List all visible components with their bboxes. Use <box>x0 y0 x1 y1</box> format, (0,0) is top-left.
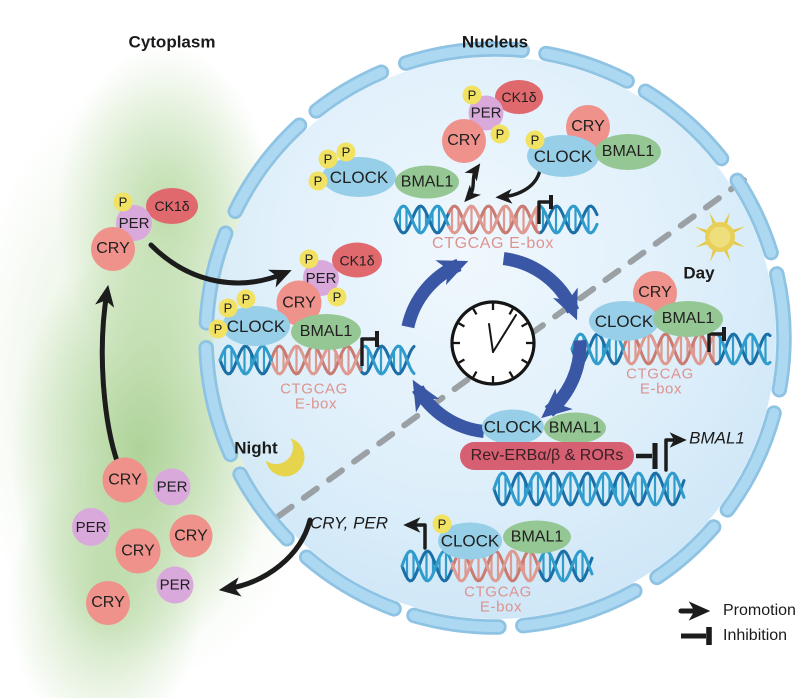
nucleus-left-complex-p: P <box>327 287 347 307</box>
ebox-inhibition-day <box>707 327 726 352</box>
ebox-label-left-1: CTGCAG <box>280 380 348 398</box>
top-middle-complex-bmal: BMAL1 <box>395 165 459 199</box>
nucleus-left-complex-p: P <box>218 298 238 318</box>
day-complex-bmal: BMAL1 <box>653 301 723 337</box>
arrow-import-complex <box>148 242 292 288</box>
top-middle-complex-p: P <box>308 171 328 191</box>
bmal1-transcription-arrow <box>664 432 687 472</box>
legend-inhibition-label: Inhibition <box>723 627 788 644</box>
cycle-arrow <box>412 379 485 438</box>
ebox-label-day-1: CTGCAG <box>626 365 694 383</box>
cytoplasm-pool-cry: CRY <box>115 528 161 574</box>
dna-helix <box>400 549 594 583</box>
cytoplasm-pool-cry: CRY <box>86 581 130 625</box>
ebox-label-top: CTGCAG E-box <box>432 235 554 252</box>
sun-icon <box>694 211 746 263</box>
dna-helix <box>393 204 599 235</box>
day-complex-cry: CRY <box>633 271 677 315</box>
percry-top-complex-p: P <box>490 124 510 144</box>
ebox-label-day-2: E-box <box>639 380 683 398</box>
bottom-complex-p: P <box>432 514 452 534</box>
bmal1-gene-label: BMAL1 <box>689 428 745 448</box>
reverb-inhibition <box>636 443 658 469</box>
top-middle-complex-p: P <box>318 149 338 169</box>
cytoplasm-pool-per: PER <box>156 566 194 604</box>
bottom-complex-bmal: BMAL1 <box>503 520 571 554</box>
clockbmal-top-complex-clock: CLOCK <box>527 135 599 177</box>
day-label: Day <box>683 263 715 283</box>
nuclear-membrane-highlight <box>201 44 789 632</box>
arrow-recycle-up <box>95 284 121 467</box>
legend-inhibition-icon <box>681 627 712 645</box>
nucleus-left-complex-ck1: CK1δ <box>332 242 382 278</box>
cytoplasm-complex-p: P <box>113 192 133 212</box>
ebox-label-bottom-1: CTGCAG <box>464 583 532 601</box>
percry-top-complex-p: P <box>462 85 482 105</box>
nucleus-left-complex-bmal: BMAL1 <box>291 314 361 350</box>
cycle-arrow <box>401 258 469 329</box>
arrow-clockbmal-to-dna <box>495 168 542 204</box>
cytoplasm-complex-cry: CRY <box>91 227 135 271</box>
cytoplasm-pool-cry: CRY <box>169 514 213 558</box>
bottom-complex-clock: CLOCK <box>438 522 502 560</box>
clockbmal-top-complex-p: P <box>525 130 545 150</box>
arrow-dna-complex-exchange <box>464 163 481 203</box>
cytoplasm-label: Cytoplasm <box>128 32 216 52</box>
dna-helix <box>492 471 686 507</box>
cytoplasm-complex-ck1: CK1δ <box>146 188 198 224</box>
nucleus-left-complex-p: P <box>236 289 256 309</box>
cytoplasm-pool-cry: CRY <box>102 457 148 503</box>
nucleus-left-complex-p: P <box>208 319 228 339</box>
arrow-export-transcripts <box>218 517 313 597</box>
cytoplasm-pool-per: PER <box>153 468 191 506</box>
cytoplasm-pool-per: PER <box>72 508 110 546</box>
moon-icon <box>265 437 305 477</box>
day-complex-clock: CLOCK <box>589 301 659 341</box>
clock-icon <box>450 300 536 386</box>
nucleus-left-complex-p: P <box>299 249 319 269</box>
cycle-arrow <box>541 340 587 419</box>
ebox-label-left-2: E-box <box>294 395 338 413</box>
reverb-complex-bmal: BMAL1 <box>544 412 606 444</box>
legend-promotion-label: Promotion <box>723 602 796 619</box>
ebox-inhibition-top <box>537 195 553 224</box>
reverb-complex-reverb: Rev-ERBα/β & RORs <box>460 442 634 470</box>
nucleus-label: Nucleus <box>461 32 529 52</box>
cry-per-transcript-label: CRY, PER <box>309 513 389 533</box>
ebox-label-bottom-2: E-box <box>479 598 523 616</box>
percry-top-complex-cry: CRY <box>442 119 486 163</box>
reverb-complex-clock: CLOCK <box>482 409 544 445</box>
top-middle-complex-p: P <box>336 142 356 162</box>
cycle-arrow <box>502 252 580 321</box>
clockbmal-top-complex-bmal: BMAL1 <box>595 134 661 170</box>
ebox-inhibition-left <box>360 331 379 366</box>
cry-per-transcription-arrow <box>403 517 427 550</box>
night-label: Night <box>234 438 278 458</box>
